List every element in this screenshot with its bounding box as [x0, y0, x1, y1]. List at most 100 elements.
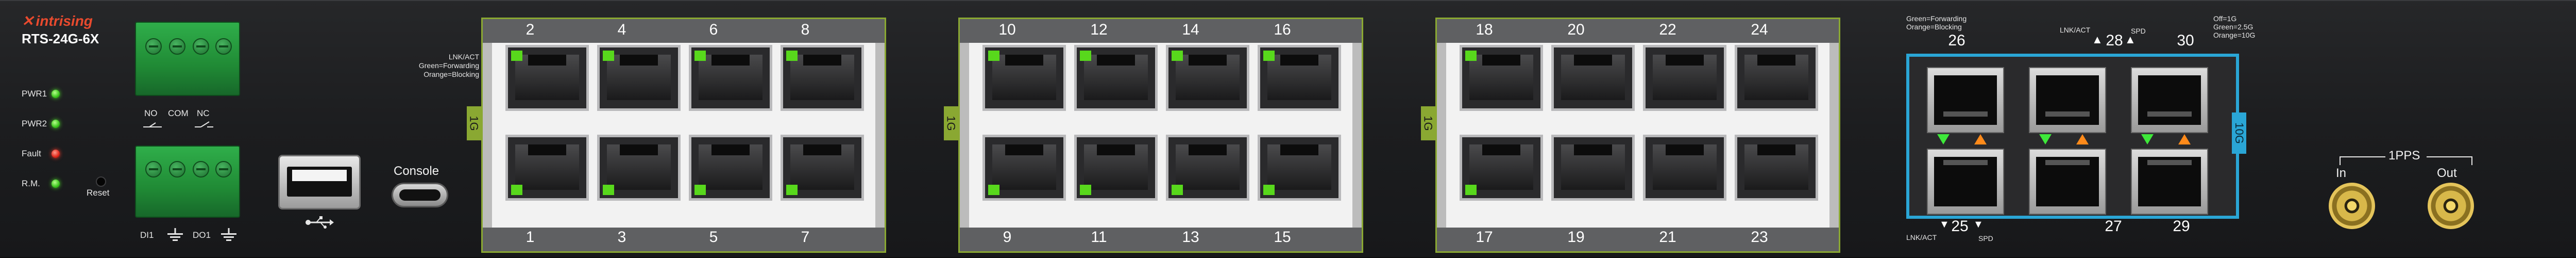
do1-label: DO1: [193, 230, 211, 240]
speed-tag-1g: 1G: [944, 106, 958, 140]
brand-name: intrising: [36, 13, 93, 29]
down-arrow-icon: ▼: [1939, 219, 1950, 230]
sfp-legend-left: Green=Forwarding Orange=Blocking: [1906, 14, 1967, 31]
port-number: 24: [1751, 21, 1768, 38]
sfp-port-29[interactable]: [2131, 149, 2208, 215]
sfp-port-number: 25: [1951, 218, 1969, 235]
screw-icon: [145, 38, 162, 55]
rj45-port-14[interactable]: [1166, 45, 1249, 111]
pps-in-label: In: [2336, 166, 2347, 180]
port-number: 14: [1182, 21, 1199, 38]
sfp-spd-label: SPD: [2131, 27, 2146, 35]
port-number: 7: [801, 229, 810, 246]
port-number: 18: [1476, 21, 1493, 38]
copper-legend-line1: Green=Forwarding: [418, 61, 479, 70]
rj45-port-15[interactable]: [1258, 135, 1341, 201]
speed-tag-1g: 1G: [1421, 106, 1435, 140]
sfp-port-27[interactable]: [2029, 149, 2106, 215]
port-number: 6: [709, 21, 718, 38]
copper-legend-line2: Orange=Blocking: [423, 70, 479, 78]
sfp-speed-line2: Green=2.5G: [2213, 23, 2253, 31]
reset-button[interactable]: [96, 176, 106, 187]
sfp-bottom-lnk-label: LNK/ACT: [1906, 233, 1937, 241]
port-number: 22: [1659, 21, 1676, 38]
green-led-icon: [2141, 134, 2154, 144]
usb-port[interactable]: [278, 155, 361, 209]
rj45-port-1[interactable]: [505, 135, 589, 201]
di1-label: DI1: [140, 230, 154, 240]
orange-led-icon: [1974, 134, 1987, 144]
rj45-port-3[interactable]: [597, 135, 681, 201]
usb-icon: [306, 216, 334, 229]
rj45-port-9[interactable]: [982, 135, 1066, 201]
rj45-port-16[interactable]: [1258, 45, 1341, 111]
brand-x-icon: ✕: [22, 13, 34, 29]
led-pwr2-label: PWR2: [22, 119, 47, 128]
rj45-port-19[interactable]: [1551, 135, 1635, 201]
port-number: 12: [1090, 21, 1108, 38]
port-number: 21: [1659, 229, 1676, 246]
pps-bracket-icon: [2340, 156, 2472, 165]
screw-icon: [215, 38, 232, 55]
rj45-port-12[interactable]: [1074, 45, 1158, 111]
ground-icon: [165, 228, 185, 241]
port-number: 15: [1274, 229, 1291, 246]
screw-icon: [169, 161, 185, 178]
rj45-port-7[interactable]: [781, 135, 864, 201]
rj45-port-22[interactable]: [1643, 45, 1726, 111]
link-led-icon: [603, 51, 614, 61]
screw-icon: [193, 38, 209, 55]
link-led-icon: [511, 185, 522, 195]
dio-terminal-block: [135, 146, 240, 218]
sfp-port-26[interactable]: [1927, 67, 2004, 133]
pps-in-bnc-connector[interactable]: [2329, 183, 2375, 229]
port-number: 23: [1751, 229, 1768, 246]
rj45-port-8[interactable]: [781, 45, 864, 111]
sfp-lnk-label: LNK/ACT: [2060, 26, 2091, 34]
led-pwr1-label: PWR1: [22, 89, 47, 99]
sfp-legend-right: Off=1G Green=2.5G Orange=10G: [2213, 14, 2255, 39]
sfp-port-30[interactable]: [2131, 67, 2208, 133]
screw-icon: [169, 38, 185, 55]
console-port[interactable]: [392, 183, 448, 207]
led-fault-label: Fault: [22, 149, 41, 158]
port-group-2: 10 12 14 16 9 11 13 15: [958, 18, 1363, 253]
port-number: 2: [526, 21, 535, 38]
rj45-port-17[interactable]: [1460, 135, 1543, 201]
rj45-port-10[interactable]: [982, 45, 1066, 111]
port-number: 3: [617, 229, 626, 246]
relay-open-contact-icon: [143, 122, 162, 127]
port-number: 11: [1091, 229, 1107, 246]
link-led-icon: [603, 185, 614, 195]
rj45-port-18[interactable]: [1460, 45, 1543, 111]
up-arrow-icon: ▲: [2125, 33, 2136, 46]
sfp-port-28[interactable]: [2029, 67, 2106, 133]
sfp-port-25[interactable]: [1927, 149, 2004, 215]
rj45-port-2[interactable]: [505, 45, 589, 111]
port-number: 9: [1003, 229, 1012, 246]
rj45-port-21[interactable]: [1643, 135, 1726, 201]
link-led-icon: [694, 185, 706, 195]
rj45-port-24[interactable]: [1735, 45, 1818, 111]
rj45-port-6[interactable]: [689, 45, 772, 111]
fault-led-icon: [52, 150, 60, 158]
screw-icon: [215, 161, 232, 178]
relay-nc-label: NC: [197, 108, 210, 118]
port-group-3: 18 20 22 24 17 19 21 23: [1435, 18, 1840, 253]
link-led-icon: [786, 51, 798, 61]
rj45-port-23[interactable]: [1735, 135, 1818, 201]
rj45-port-20[interactable]: [1551, 45, 1635, 111]
copper-legend: LNK/ACT Green=Forwarding Orange=Blocking: [407, 53, 479, 79]
rj45-port-13[interactable]: [1166, 135, 1249, 201]
link-led-icon: [786, 185, 798, 195]
copper-legend-title: LNK/ACT: [448, 53, 479, 61]
down-arrow-icon: ▼: [1973, 219, 1984, 230]
port-number: 1: [526, 229, 535, 246]
port-number: 5: [709, 229, 718, 246]
orange-led-icon: [2076, 134, 2089, 144]
pps-out-label: Out: [2437, 166, 2457, 180]
rj45-port-5[interactable]: [689, 135, 772, 201]
rj45-port-11[interactable]: [1074, 135, 1158, 201]
pps-out-bnc-connector[interactable]: [2428, 183, 2474, 229]
rj45-port-4[interactable]: [597, 45, 681, 111]
